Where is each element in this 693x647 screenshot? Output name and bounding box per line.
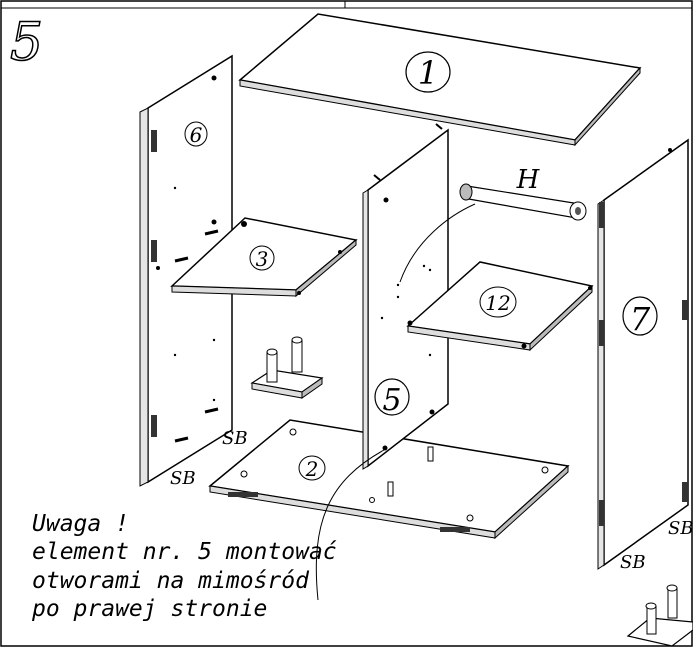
part-3-label: 3 bbox=[256, 247, 269, 271]
part-7-circle bbox=[622, 296, 658, 336]
part-12-right-shelf: 12 bbox=[406, 261, 594, 352]
part-12-circle bbox=[479, 286, 517, 318]
part-1-circle bbox=[405, 51, 451, 93]
part-1-top-panel: 1 bbox=[238, 13, 642, 147]
part-3-left-shelf: 3 bbox=[170, 217, 358, 298]
sb-label-right-edge: SB bbox=[668, 518, 693, 539]
dowel-fitting-right bbox=[626, 584, 693, 647]
note-line-3: otworami na mimośród bbox=[32, 568, 310, 594]
sb-label-left-inner: SB bbox=[222, 428, 248, 449]
part-1-label: 1 bbox=[418, 54, 438, 92]
rod-h-label: H bbox=[516, 165, 541, 195]
part-2-circle bbox=[298, 455, 326, 481]
part-5-label: 5 bbox=[382, 383, 401, 418]
part-5-circle bbox=[374, 378, 410, 416]
part-7-right-side: 7 bbox=[597, 138, 689, 570]
note-line-2: element nr. 5 montować bbox=[32, 539, 337, 565]
part-7-label: 7 bbox=[630, 300, 651, 338]
part-3-circle bbox=[249, 245, 275, 271]
note-line-4: po prawej stronie bbox=[31, 596, 267, 622]
leader-line-rod bbox=[399, 203, 476, 283]
step-number: 5 bbox=[10, 13, 43, 73]
part-6-circle bbox=[184, 121, 208, 147]
leader-line-note bbox=[315, 449, 385, 601]
sb-label-left-outer: SB bbox=[170, 468, 196, 489]
part-2-bottom-panel: 2 bbox=[208, 419, 570, 540]
dowel-fitting-left bbox=[250, 336, 324, 399]
part-6-label: 6 bbox=[190, 123, 203, 147]
note-line-1: Uwaga ! bbox=[32, 511, 129, 537]
rod-h: H bbox=[459, 165, 587, 221]
part-2-label: 2 bbox=[305, 457, 319, 481]
part-12-label: 12 bbox=[485, 291, 510, 315]
part-5-middle-divider: 5 bbox=[362, 123, 449, 470]
assembly-note: Uwaga ! element nr. 5 montować otworami … bbox=[31, 511, 337, 622]
sb-label-right-bottom: SB bbox=[620, 552, 646, 573]
